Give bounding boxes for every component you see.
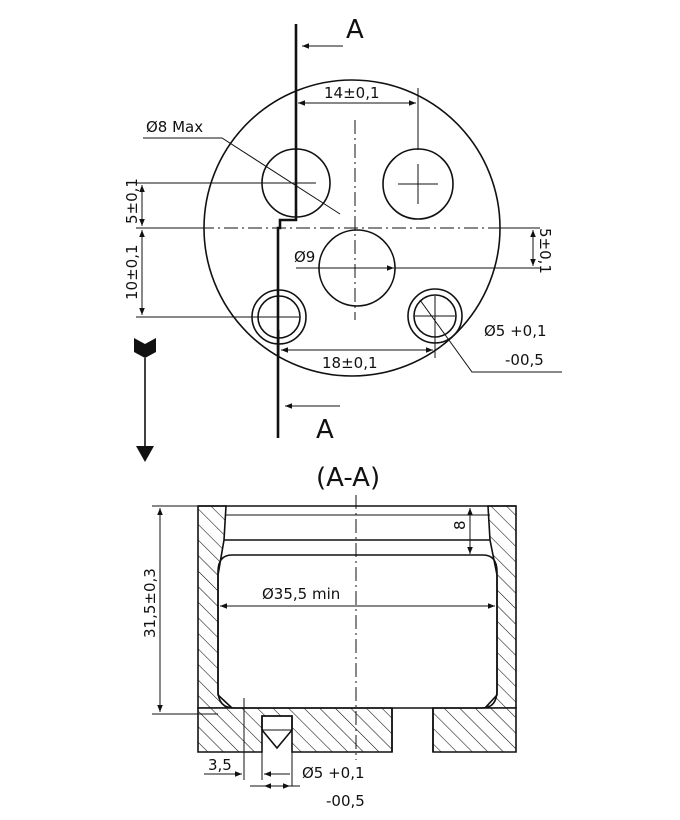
- dim-recess-depth: 8: [451, 520, 469, 530]
- wall-bottom-right: [432, 707, 517, 753]
- dim-center-hole-dia: Ø9: [294, 248, 315, 266]
- section-letter-top: A: [346, 15, 364, 45]
- dim-dia8-leader: [143, 137, 341, 215]
- dim-offset-upper: 5±0,1: [123, 178, 141, 224]
- section-title: (A-A): [316, 463, 380, 493]
- dim-inner-dia: Ø35,5 min: [262, 585, 340, 603]
- inner-cavity: [217, 554, 498, 709]
- dim-spacing-bottom: 18±0,1: [322, 354, 378, 372]
- wall-right: [483, 505, 517, 709]
- dim-dia5-leader: [419, 299, 562, 373]
- dim-height: 31,5±0,3: [141, 568, 159, 638]
- view-direction-arrow: [134, 338, 156, 462]
- section-view: 31,5±0,3 8 Ø35,5 min 3,5 Ø5 +0,1 -00,5: [141, 495, 517, 810]
- drill-hole: [261, 715, 293, 750]
- section-letter-bottom: A: [316, 415, 334, 445]
- section-cut-line: [276, 24, 298, 438]
- dim-hole-top-dia: Ø8 Max: [146, 118, 203, 136]
- dim-small-hole-dia-2: -00,5: [505, 351, 544, 369]
- wall-bottom-left: [197, 707, 393, 753]
- dim-offset-right: 5±0,1: [536, 228, 554, 274]
- dim-hole-dia-2: -00,5: [326, 792, 365, 810]
- dim-spacing-top: 14±0,1: [324, 84, 380, 102]
- dim-small-hole-dia-1: Ø5 +0,1: [484, 322, 547, 340]
- wall-left: [197, 505, 235, 709]
- top-view: A A 14±0,1 Ø8 Max 5±0,1 10±0,1 5±0,1 Ø9 …: [123, 15, 562, 445]
- dim-offset-lower: 10±0,1: [123, 244, 141, 300]
- dim-chamfer: 3,5: [208, 756, 232, 774]
- dim-hole-dia-1: Ø5 +0,1: [302, 764, 365, 782]
